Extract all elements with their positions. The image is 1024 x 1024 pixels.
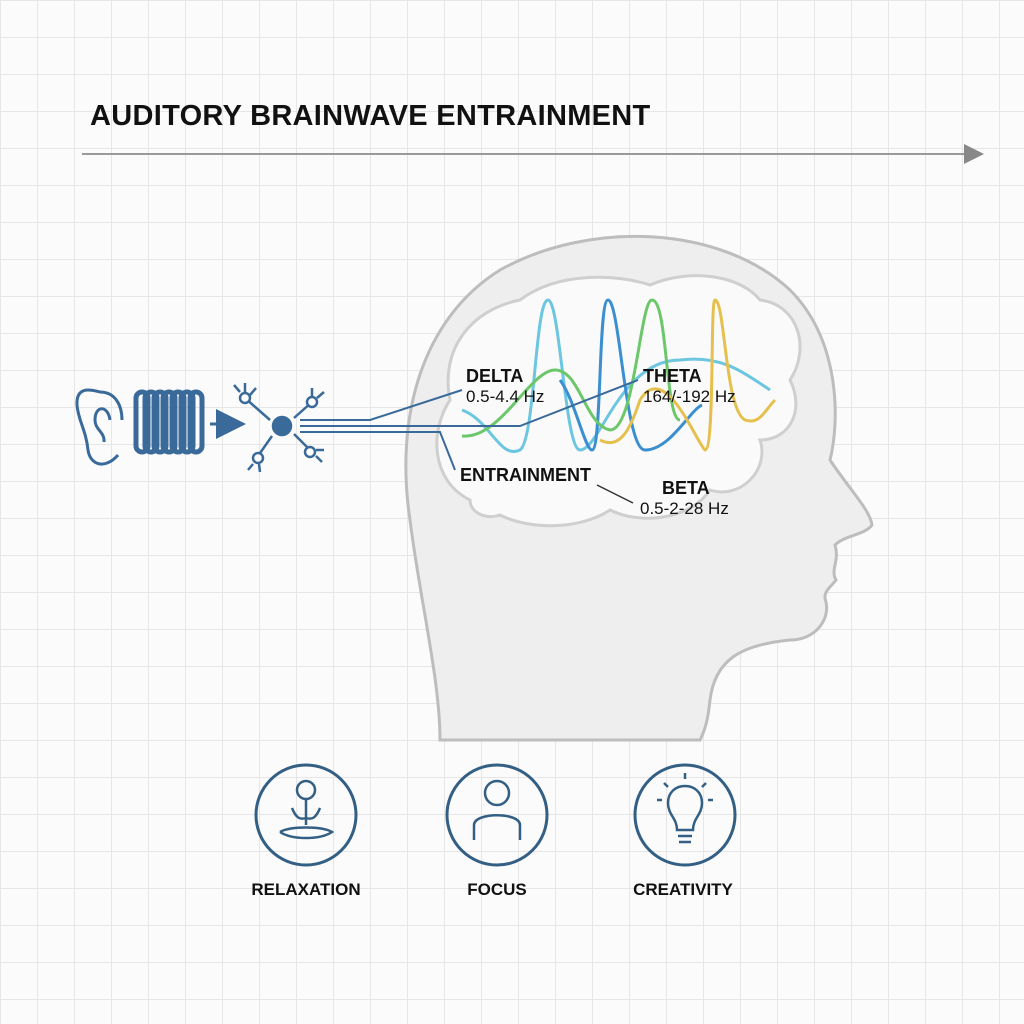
beta-label: BETA 0.5-2-28 Hz: [640, 478, 729, 519]
page-title: AUDITORY BRAINWAVE ENTRAINMENT: [90, 100, 651, 132]
theta-leader: [300, 379, 639, 427]
relaxation-icon-circle: [254, 763, 358, 867]
theta-range: 164/-192 Hz: [643, 387, 736, 406]
outcome-creativity: CREATIVITY: [633, 880, 733, 899]
entrainment-leader: [300, 431, 456, 471]
focus-icon-circle: [445, 763, 549, 867]
neuron-icon: [233, 383, 325, 473]
wave-cyan: [461, 298, 771, 454]
theta-label: THETA 164/-192 Hz: [643, 366, 736, 407]
theta-name: THETA: [643, 366, 702, 386]
delta-name: DELTA: [466, 366, 524, 386]
ear-icon: [75, 388, 124, 466]
creativity-icon-circle: [633, 763, 737, 867]
beta-name: BETA: [662, 478, 710, 498]
sound-coil-icon: [133, 389, 205, 455]
outcome-relaxation: RELAXATION: [251, 880, 361, 899]
outcome-focus: FOCUS: [467, 880, 527, 899]
entrainment-label: ENTRAINMENT: [460, 465, 591, 485]
beta-leader: [596, 484, 634, 504]
delta-range: 0.5-4.4 Hz: [466, 387, 545, 406]
beta-range: 0.5-2-28 Hz: [640, 499, 729, 518]
wave-yellow: [599, 298, 777, 452]
wave-green: [461, 298, 681, 438]
wave-blue: [558, 298, 703, 452]
delta-leader: [300, 389, 463, 421]
delta-label: DELTA 0.5-4.4 Hz: [466, 366, 544, 407]
